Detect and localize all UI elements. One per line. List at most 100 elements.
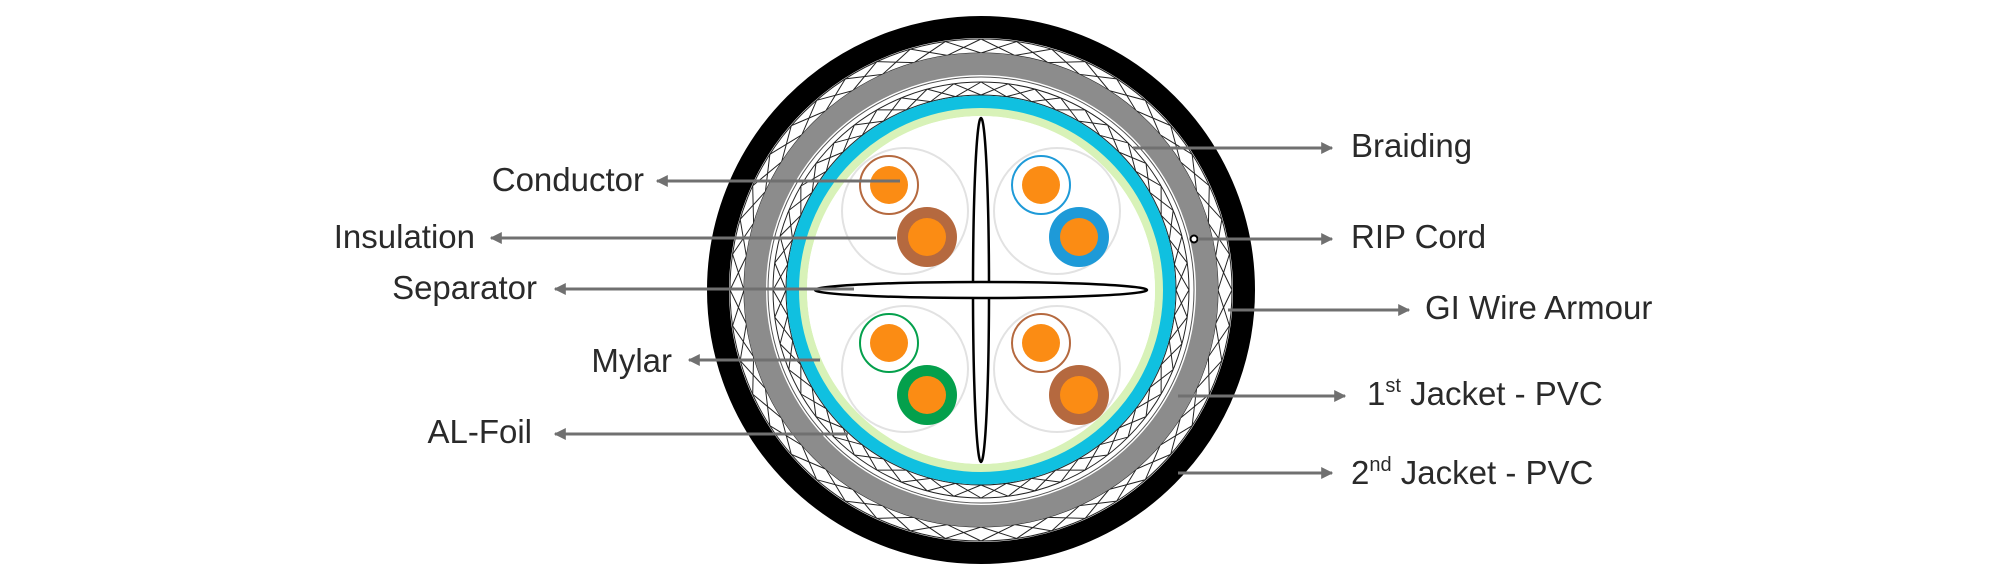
braid-strand bbox=[1127, 142, 1137, 172]
braid-strand bbox=[788, 192, 813, 211]
conductor bbox=[908, 218, 946, 256]
braid-strand bbox=[1118, 416, 1147, 429]
label-braiding: Braiding bbox=[1351, 127, 1472, 164]
braid-strand bbox=[1215, 289, 1233, 324]
conductor bbox=[1022, 324, 1060, 362]
pair-outline bbox=[841, 147, 969, 275]
braid-strand bbox=[791, 110, 826, 127]
braid-strand bbox=[913, 516, 946, 539]
pair-outline bbox=[993, 305, 1121, 433]
label-jacket-1: 1st Jacket - PVC bbox=[1367, 375, 1603, 412]
braid-strand bbox=[1099, 436, 1129, 446]
braid-strand bbox=[1207, 325, 1230, 358]
braid-strand bbox=[1109, 479, 1146, 490]
braid-strand bbox=[861, 444, 878, 471]
conductor bbox=[1060, 218, 1098, 256]
pair-outline bbox=[993, 147, 1121, 275]
separator-center bbox=[975, 284, 987, 296]
braid-strand bbox=[980, 484, 1009, 497]
label-separator: Separator bbox=[392, 269, 537, 306]
braid-strand bbox=[980, 38, 1015, 56]
conductor bbox=[1022, 166, 1060, 204]
braid-strand bbox=[815, 151, 844, 164]
label-mylar: Mylar bbox=[591, 342, 672, 379]
label-al-foil: AL-Foil bbox=[427, 413, 532, 450]
braid-strand bbox=[901, 97, 931, 103]
braid-strand bbox=[801, 445, 818, 480]
braid-strand bbox=[1160, 343, 1183, 365]
conductor bbox=[1060, 376, 1098, 414]
braid-strand bbox=[1168, 210, 1174, 240]
braid-strand bbox=[1014, 524, 1052, 532]
braid-strand bbox=[781, 418, 792, 455]
braid-strand bbox=[927, 88, 956, 98]
braid-strand bbox=[1149, 369, 1174, 388]
braid-strand bbox=[1191, 154, 1198, 192]
rip-cord bbox=[1189, 234, 1199, 244]
braid-strand bbox=[1060, 97, 1079, 122]
braid-strand bbox=[729, 256, 747, 291]
braid-strand bbox=[788, 340, 794, 370]
braid-strand bbox=[1078, 454, 1108, 460]
conductor bbox=[870, 324, 908, 362]
braid-strand bbox=[769, 134, 803, 155]
braid-strand bbox=[1079, 500, 1117, 507]
braid-strand bbox=[1170, 125, 1181, 162]
braid-strand bbox=[842, 427, 855, 456]
braid-strand bbox=[845, 73, 883, 80]
label-conductor: Conductor bbox=[492, 161, 644, 198]
label-gi-wire-armour: GI Wire Armour bbox=[1425, 289, 1652, 326]
braid-strand bbox=[854, 120, 884, 126]
braid-strand bbox=[1168, 316, 1188, 341]
braid-strand bbox=[876, 61, 915, 64]
braid-strand bbox=[882, 505, 911, 532]
braid-strand bbox=[1047, 516, 1086, 519]
braid-strand bbox=[910, 48, 948, 56]
pair-outline bbox=[841, 305, 969, 433]
braid-strand bbox=[816, 90, 853, 101]
leader-lines bbox=[489, 142, 1411, 479]
braid-strand bbox=[1116, 78, 1137, 112]
braid-strand bbox=[774, 289, 787, 318]
label-jacket-2: 2nd Jacket - PVC bbox=[1351, 454, 1593, 491]
braid-strand bbox=[774, 239, 794, 264]
conductor bbox=[870, 166, 908, 204]
braid-strand bbox=[852, 489, 878, 519]
braid-strand bbox=[732, 289, 745, 326]
braid-strand bbox=[825, 468, 846, 502]
braid-strand bbox=[779, 215, 802, 237]
braid-strand bbox=[1173, 289, 1190, 316]
cable-cross-section bbox=[707, 16, 1255, 564]
braid-strand bbox=[825, 408, 835, 438]
braid-strand bbox=[764, 388, 771, 426]
braid-strand bbox=[955, 482, 982, 499]
braid-strand bbox=[1145, 163, 1151, 193]
braid-strand bbox=[779, 315, 789, 344]
braid-strand bbox=[752, 356, 755, 395]
braid-strand bbox=[1051, 48, 1080, 75]
braid-strand bbox=[739, 323, 747, 361]
braid-strand bbox=[833, 134, 863, 144]
braid-strand bbox=[1175, 262, 1188, 291]
braiding-ring bbox=[772, 81, 1190, 499]
braid-strand bbox=[1107, 124, 1120, 153]
braid-strand bbox=[947, 524, 982, 542]
braid-strand bbox=[1084, 61, 1110, 91]
braid-strand bbox=[883, 458, 902, 483]
braid-strand bbox=[980, 81, 1007, 98]
braid-strand bbox=[980, 526, 1017, 539]
braid-strand bbox=[1180, 393, 1210, 419]
braid-strand bbox=[1159, 425, 1193, 446]
braid-strand bbox=[811, 387, 817, 417]
braid-strand bbox=[1016, 41, 1049, 64]
braid-strand bbox=[1007, 83, 1032, 103]
braid-strand bbox=[945, 41, 982, 54]
braid-strand bbox=[930, 477, 955, 497]
braid-strand bbox=[1135, 393, 1162, 410]
braid-strand bbox=[1136, 453, 1171, 470]
conductor bbox=[908, 376, 946, 414]
braid-strand bbox=[1207, 185, 1210, 224]
braid-strand bbox=[1196, 360, 1223, 389]
braid-strand bbox=[1144, 100, 1161, 135]
